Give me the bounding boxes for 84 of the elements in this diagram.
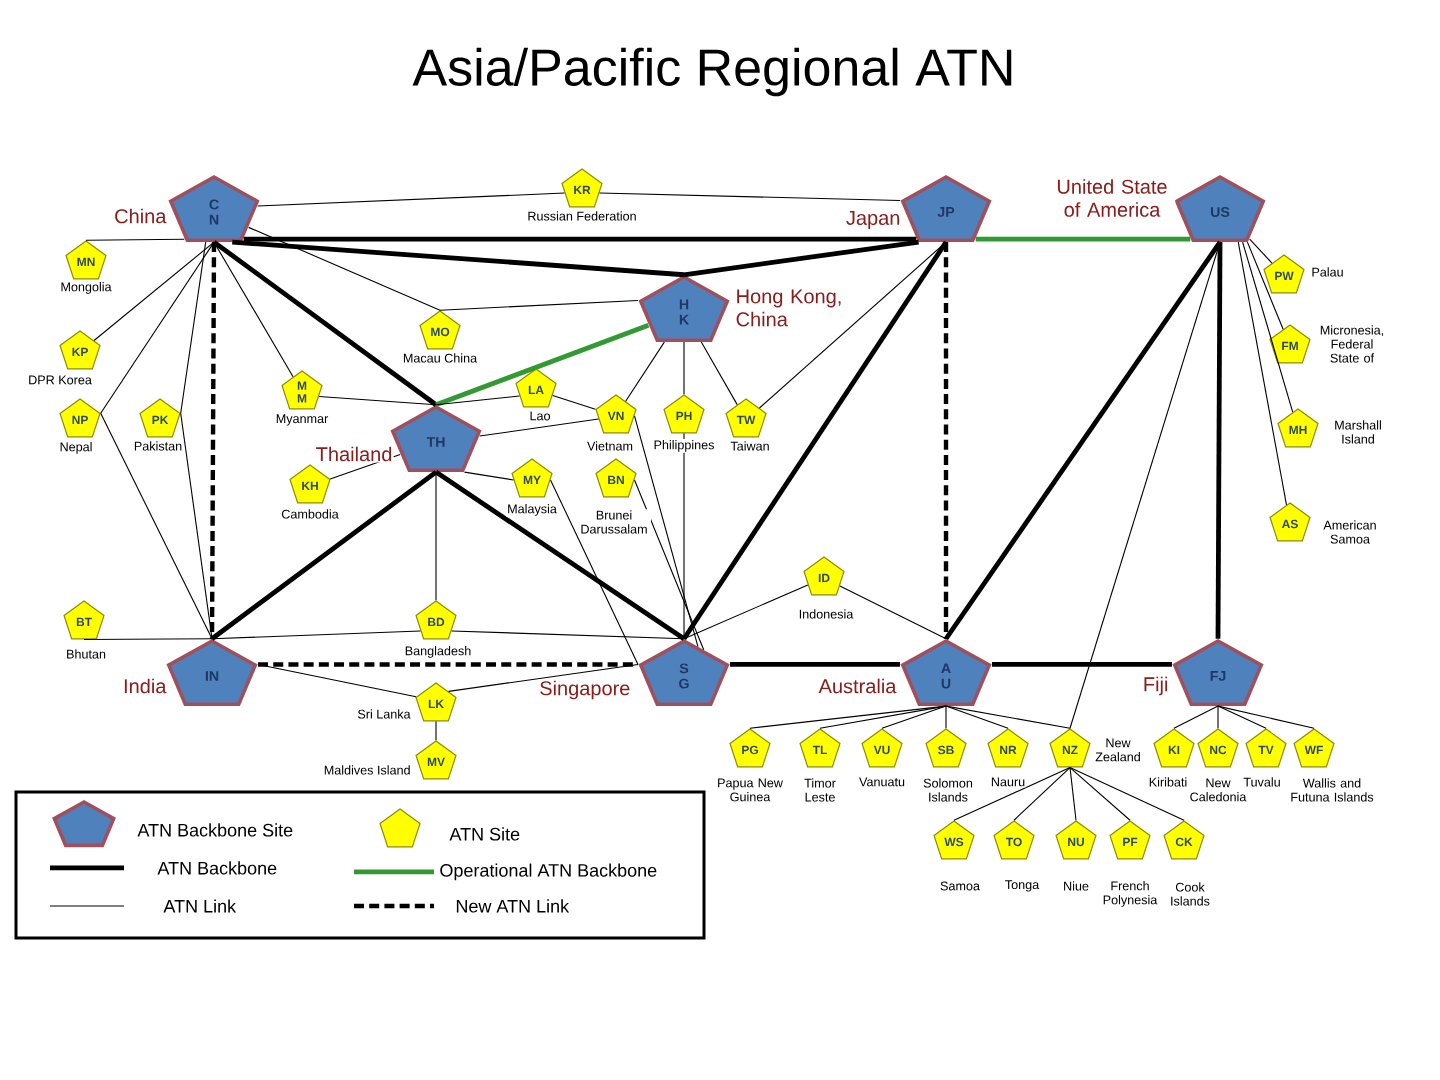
legend-label: Operational ATN Backbone [440,863,657,881]
link-line [257,663,417,698]
backbone-line [210,470,438,641]
title: Asia/Pacific Regional ATN [412,47,1012,97]
backbone-line [1215,242,1223,639]
dashed-line [943,242,949,639]
backbone-line [212,240,438,407]
link-line [945,705,1009,729]
link-line [85,238,185,241]
link-line [749,705,947,729]
legend-label: ATN Backbone [157,861,277,875]
country-label: Singapore [538,679,632,701]
link-line [1013,767,1071,821]
link-line [1173,705,1219,729]
backbone-line [992,662,1172,667]
link-line [318,395,437,406]
link-line [451,630,685,640]
link-line [463,471,515,481]
backbone-line [435,323,650,407]
link-line [211,630,421,640]
link-line [1249,238,1273,264]
link-line [683,433,685,640]
country-label: Hong Kong, China [734,288,849,328]
link-line [1237,241,1288,506]
link-line [435,721,437,741]
link-line [633,479,705,651]
link-line [1069,767,1185,821]
link-line [953,767,1071,821]
link-line [1242,241,1294,413]
link-line [945,705,1071,729]
legend-label: ATN Site [449,827,520,841]
backbone-line [232,239,685,278]
backbone-line [682,240,948,641]
backbone-line [975,236,1191,242]
link-line [1246,241,1284,330]
link-line [839,585,947,640]
link-line [633,415,699,648]
legend-label: ATN Backbone Site [137,823,293,837]
link-line [439,299,639,311]
link-line [257,192,566,207]
link-line [93,241,215,341]
link-line [945,705,947,729]
link-line [100,241,215,414]
link-line [435,471,437,601]
country-label: United State of America [1048,177,1176,218]
country-label: India [121,677,168,695]
link-line [683,584,809,640]
link-line [180,241,207,414]
link-line [625,341,665,402]
country-label: Australia [817,677,898,695]
link-line [598,192,901,202]
link-line [213,241,294,378]
link-line [100,412,213,640]
link-line [758,241,947,409]
link-line [552,394,596,410]
legend-label: ATN Link [163,899,237,913]
link-line [479,418,600,437]
link-line [700,341,738,406]
dashed-line [258,662,638,667]
backbone-line [730,662,900,667]
country-label: Japan [844,209,902,231]
link-line [1069,767,1131,821]
link-line [248,226,441,311]
link-line [1217,705,1267,729]
country-label: China [112,207,168,225]
link-line [180,412,213,640]
country-label: Fiji [1141,675,1170,697]
link-line [819,705,947,729]
backbone-line [683,239,919,278]
link-line [1217,705,1219,729]
backbone-line [944,240,1222,641]
link-line [448,663,639,692]
link-line [435,395,521,406]
link-line [83,638,213,641]
link-line [1217,705,1315,729]
backbone-line [434,470,686,641]
backbone-line [243,236,917,242]
legend-label: New ATN Link [456,899,570,913]
link-line [881,705,947,729]
country-label: Thailand [314,445,394,463]
link-line [1069,767,1077,821]
link-line [683,341,685,395]
link-line [549,479,639,665]
dashed-line [209,242,217,639]
